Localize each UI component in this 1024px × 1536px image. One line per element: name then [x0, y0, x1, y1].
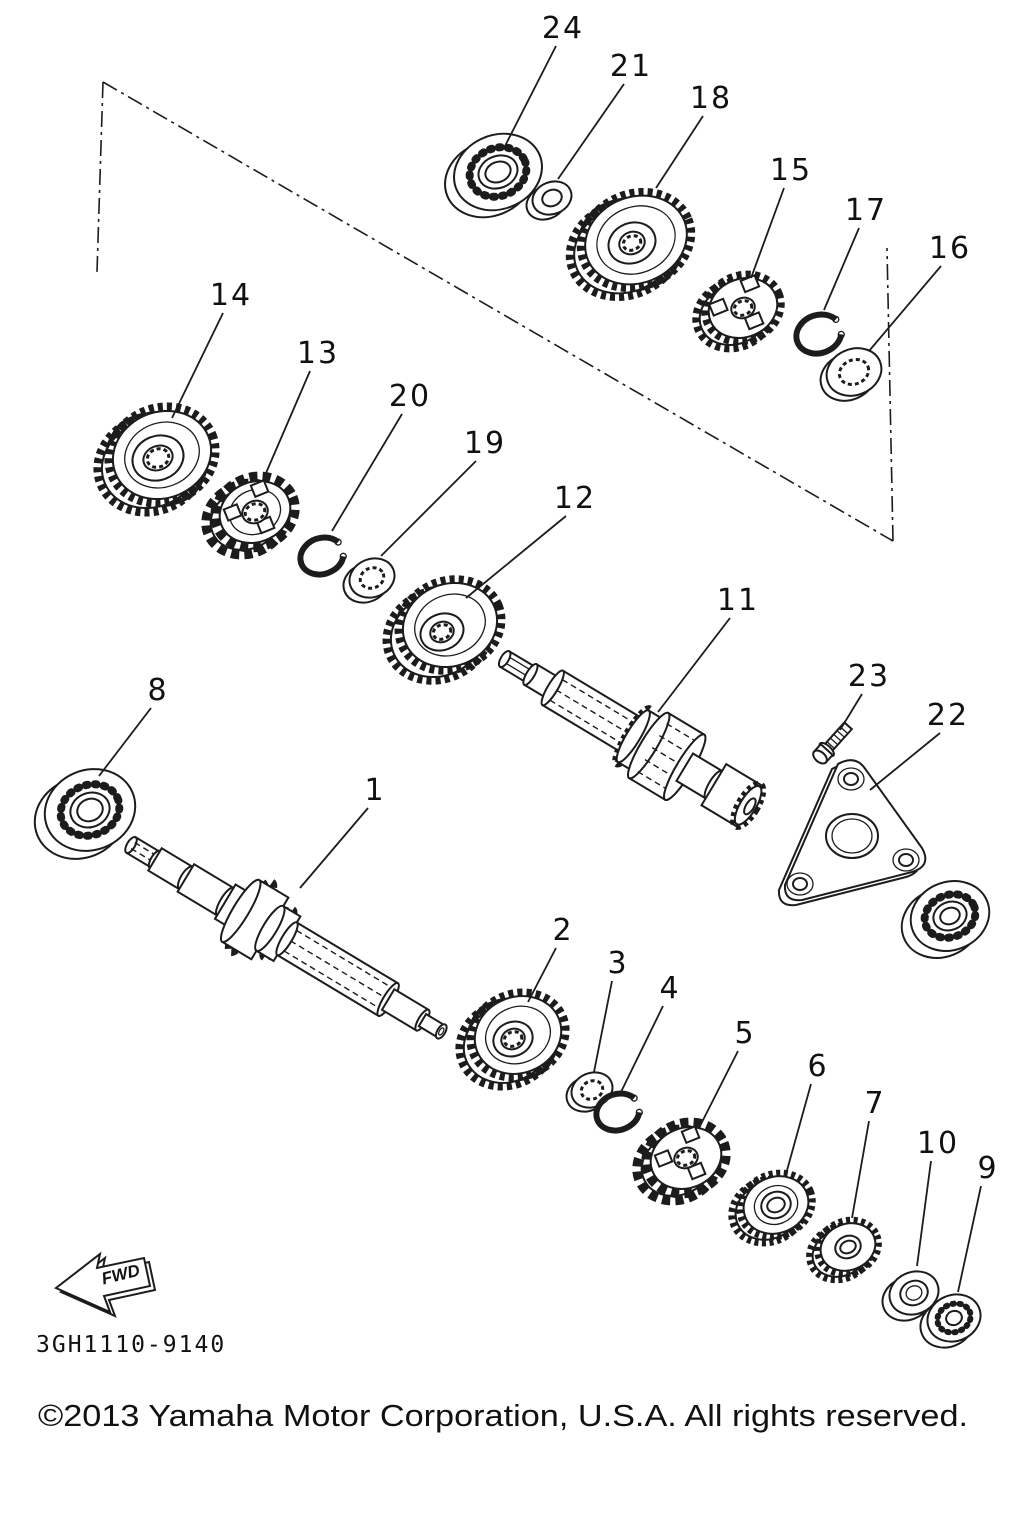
bracket-plate-22: [777, 759, 927, 907]
part-label-8: 8: [147, 673, 168, 708]
drive-axle-1: [124, 835, 448, 1040]
part-label-24: 24: [542, 11, 584, 46]
circlip-17: [793, 311, 845, 357]
gear-6: [728, 1169, 816, 1247]
bolt-23: [812, 721, 854, 765]
bearing-under-plate: [900, 880, 991, 959]
part-label-9: 9: [977, 1151, 998, 1186]
callout-16: 16: [868, 231, 971, 352]
callout-18: 18: [655, 81, 732, 189]
callout-12: 12: [465, 481, 596, 599]
copyright-text: ©2013 Yamaha Motor Corporation, U.S.A. A…: [38, 1398, 968, 1433]
callout-15: 15: [750, 153, 812, 279]
callout-11: 11: [657, 583, 759, 713]
dog-hub-13: [201, 471, 300, 560]
circlip-20: [297, 534, 347, 578]
part-label-23: 23: [848, 659, 890, 694]
construction-plane-lines: [96, 81, 894, 542]
bearing-24: [444, 132, 543, 219]
callout-8: 8: [98, 673, 168, 777]
bearing-9: [919, 1293, 982, 1349]
collar-10: [881, 1270, 940, 1322]
washer-21: [525, 180, 573, 221]
part-label-12: 12: [554, 481, 596, 516]
part-label-20: 20: [389, 379, 431, 414]
callout-21: 21: [557, 49, 652, 180]
callout-13: 13: [262, 336, 339, 481]
callout-5: 5: [699, 1016, 755, 1127]
callout-6: 6: [785, 1049, 828, 1175]
part-label-14: 14: [210, 278, 252, 313]
callout-24: 24: [504, 11, 584, 147]
part-label-16: 16: [929, 231, 971, 266]
diagram-code: 3GH1110-9140: [36, 1332, 226, 1358]
callout-14: 14: [171, 278, 252, 419]
part-label-11: 11: [717, 583, 759, 618]
gear-12: [382, 575, 506, 685]
part-label-15: 15: [770, 153, 812, 188]
part-label-1: 1: [364, 773, 385, 808]
part-label-3: 3: [607, 946, 628, 981]
callout-7: 7: [851, 1086, 885, 1219]
dog-gear-15: [692, 270, 785, 353]
dog-gear-5: [632, 1117, 731, 1206]
callout-9: 9: [957, 1151, 998, 1293]
gear-14: [93, 402, 220, 517]
part-label-19: 19: [464, 426, 506, 461]
fwd-arrow: FWD: [54, 1251, 157, 1318]
gear-2: [455, 988, 570, 1091]
splined-washer-3: [565, 1071, 614, 1113]
part-label-7: 7: [864, 1086, 885, 1121]
main-axle-11: [497, 649, 767, 830]
callout-4: 4: [619, 971, 680, 1095]
callout-10: 10: [916, 1126, 959, 1267]
callout-19: 19: [380, 426, 506, 557]
callout-23: 23: [839, 659, 890, 731]
gear-7: [806, 1216, 882, 1284]
part-label-2: 2: [552, 913, 573, 948]
callout-20: 20: [331, 379, 431, 532]
part-label-13: 13: [297, 336, 339, 371]
callout-17: 17: [823, 193, 887, 311]
callout-2: 2: [527, 913, 573, 1003]
callout-3: 3: [593, 946, 628, 1073]
callouts: 1 2 3 4 5 6 7 8 9 10 11 12 13 14 15 16 1…: [98, 11, 998, 1293]
gear-18: [565, 187, 696, 302]
part-label-22: 22: [927, 698, 969, 733]
callout-1: 1: [299, 773, 385, 889]
bearing-8: [33, 768, 137, 860]
part-label-21: 21: [610, 49, 652, 84]
callout-22: 22: [869, 698, 969, 791]
part-label-6: 6: [807, 1049, 828, 1084]
part-label-4: 4: [659, 971, 680, 1006]
part-label-17: 17: [845, 193, 887, 228]
lock-washer-16: [819, 347, 883, 402]
part-label-18: 18: [690, 81, 732, 116]
part-label-10: 10: [917, 1126, 959, 1161]
splined-washer-19: [342, 557, 396, 604]
part-label-5: 5: [734, 1016, 755, 1051]
